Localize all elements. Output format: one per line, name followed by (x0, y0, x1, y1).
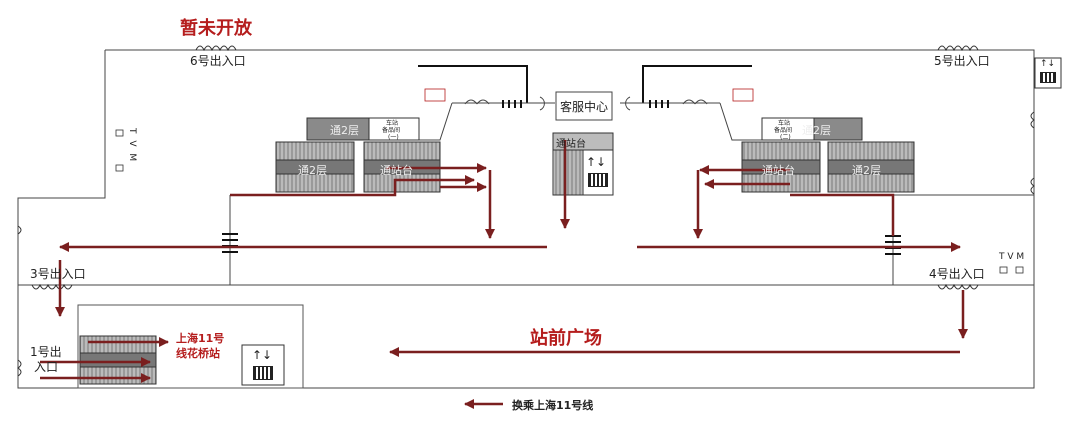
exit3-doors (31, 283, 73, 290)
service-center-box (555, 91, 613, 121)
platform-label-right: 通站台 (762, 164, 795, 177)
elevator-arrows-line11: ↑↓ (252, 348, 273, 362)
floor2-label-left: 通2层 (298, 164, 327, 177)
exit1-label-line1[interactable]: 1号出 (30, 345, 62, 359)
exit4-label[interactable]: 4号出入口 (929, 267, 985, 281)
exit3-label[interactable]: 3号出入口 (30, 267, 86, 281)
floor2-label-left-top: 通2层 (330, 124, 359, 137)
exit5-label[interactable]: 5号出入口 (934, 54, 990, 68)
stairs-left-1-mid (275, 159, 355, 175)
stairs-right-2-mid (827, 159, 915, 175)
tvm-right-2 (1015, 266, 1024, 274)
tvm-left-1 (115, 129, 124, 137)
line11-name-2: 线花桥站 (176, 347, 220, 360)
door-arc-right (625, 96, 631, 111)
center-stair-head (552, 132, 614, 151)
line11-station-box (77, 304, 304, 389)
elevator-ne (1034, 57, 1062, 89)
storage-label-box-right (761, 117, 815, 141)
tvm-label-left: T V M (127, 128, 137, 164)
fire-cabinet-left (424, 88, 446, 102)
floor2-label-right-top: 通2层 (802, 124, 831, 137)
storage-label-left-1: 车站 (386, 120, 399, 127)
door-arc-left-2 (464, 99, 490, 105)
elevator-people-icon-line11 (253, 366, 273, 380)
gate-left (502, 100, 522, 108)
tvm-label-right: T V M (999, 252, 1025, 262)
tvm-right-1 (999, 266, 1008, 274)
arrow-left-plat-to-main (230, 175, 475, 197)
door-arc-right-2 (682, 99, 708, 105)
storage-label-right-2: 备品间 (774, 127, 793, 134)
side-doors-right (1030, 111, 1035, 195)
line11-stairs-mid (79, 352, 157, 368)
elevator-arrows-center: ↑↓ (586, 155, 607, 169)
transfer-line11-legend: 换乘上海11号线 (512, 399, 594, 412)
flow-arrows (40, 140, 968, 409)
gate-right (649, 100, 669, 108)
tvm-left-2 (115, 164, 124, 172)
storage-tag-right: (二) (780, 134, 791, 141)
elevator-arrows-ne: ↑↓ (1040, 59, 1056, 69)
plaza-outline (17, 285, 1035, 389)
storage-label-left-2: 备品间 (382, 127, 401, 134)
storage-label-right-1: 车站 (778, 120, 791, 127)
door-arc-left (539, 96, 545, 111)
floor2-label-right: 通2层 (852, 164, 881, 177)
side-doors-left (17, 225, 22, 377)
exit5-doors (937, 45, 979, 52)
platform-label-left: 通站台 (380, 164, 413, 177)
center-elevator (582, 149, 614, 196)
storage-tag-left: (一) (388, 134, 399, 141)
storage-label-box-left (368, 117, 420, 141)
exit4-doors (937, 283, 979, 290)
service-wall-left (418, 65, 528, 103)
closed-title: 暂未开放 (180, 18, 252, 39)
service-center-label: 客服中心 (560, 99, 608, 114)
exit6-label[interactable]: 6号出入口 (190, 54, 246, 68)
exit6-doors (195, 45, 237, 52)
arrow-right-plat-3 (790, 193, 895, 236)
line11-name-1: 上海11号 (176, 332, 225, 345)
exit1-label-line2[interactable]: 入口 (34, 360, 59, 374)
elevator-people-icon-center (588, 173, 608, 187)
platform-label-center: 通站台 (556, 139, 586, 150)
fire-cabinet-right (732, 88, 754, 102)
plaza-label: 站前广场 (530, 328, 602, 349)
service-wall-right (642, 65, 752, 103)
elevator-people-icon-ne (1040, 72, 1056, 83)
